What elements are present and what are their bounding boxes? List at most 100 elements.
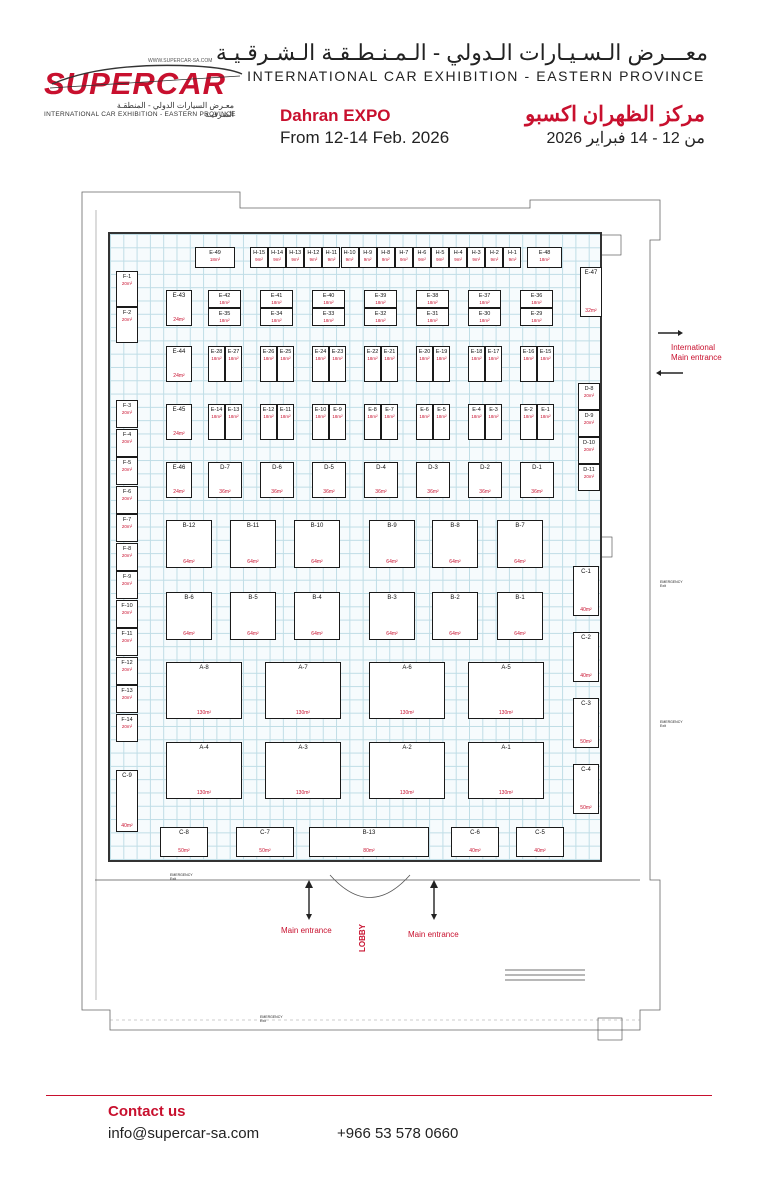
contact-email[interactable]: info@supercar-sa.com: [108, 1125, 260, 1142]
